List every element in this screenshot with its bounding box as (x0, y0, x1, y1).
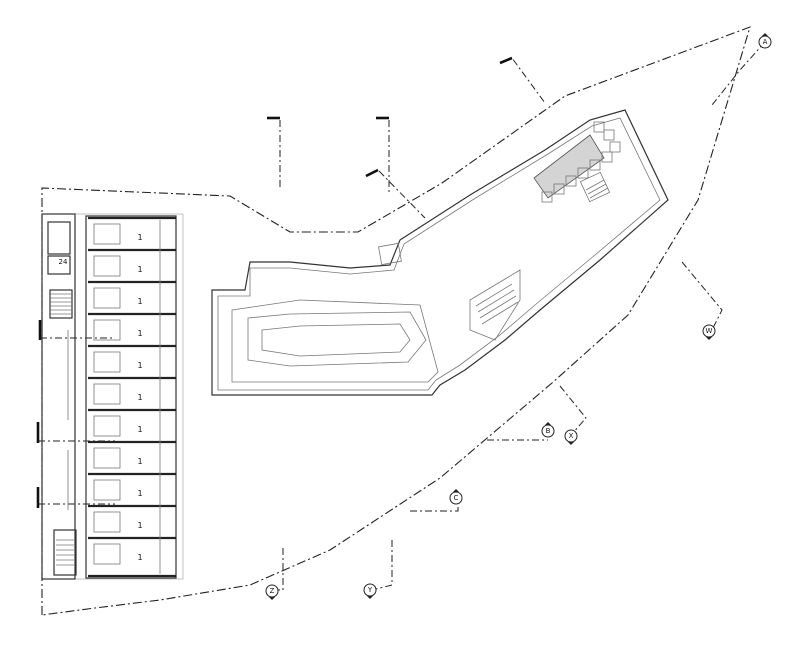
site-boundary (41, 26, 751, 616)
unit-label: 1 (137, 425, 142, 434)
svg-text:C: C (454, 494, 459, 502)
service-core (533, 134, 605, 199)
grid-marker-b: B (541, 422, 555, 438)
svg-text:A: A (763, 38, 768, 46)
grid-marker-x: X (564, 429, 578, 445)
unit-label: 1 (137, 489, 142, 498)
unit-label: 1 (137, 521, 142, 530)
unit-label: 1 (137, 361, 142, 370)
grid-marker-a: A (758, 33, 772, 49)
unit-label: 1 (137, 329, 142, 338)
svg-text:Y: Y (367, 586, 373, 594)
unit-label: 1 (137, 233, 142, 242)
svg-text:X: X (569, 432, 574, 440)
core-room-label: 24 (59, 258, 68, 266)
section-lines (36, 41, 766, 591)
svg-text:W: W (706, 327, 713, 335)
svg-text:Z: Z (270, 587, 275, 595)
grid-marker-w: W (702, 324, 716, 340)
grid-marker-c: C (449, 489, 463, 505)
grid-marker-y: Y (363, 583, 377, 599)
unit-label: 1 (137, 457, 142, 466)
unit-labels: 1 1 1 1 1 1 1 1 1 1 1 (137, 233, 142, 562)
unit-label: 1 (137, 393, 142, 402)
central-block (211, 109, 669, 396)
left-residential-block (41, 213, 184, 580)
unit-label: 1 (137, 297, 142, 306)
unit-label: 1 (137, 265, 142, 274)
unit-label: 1 (137, 553, 142, 562)
grid-marker-z: Z (265, 584, 279, 600)
svg-text:B: B (546, 427, 551, 435)
